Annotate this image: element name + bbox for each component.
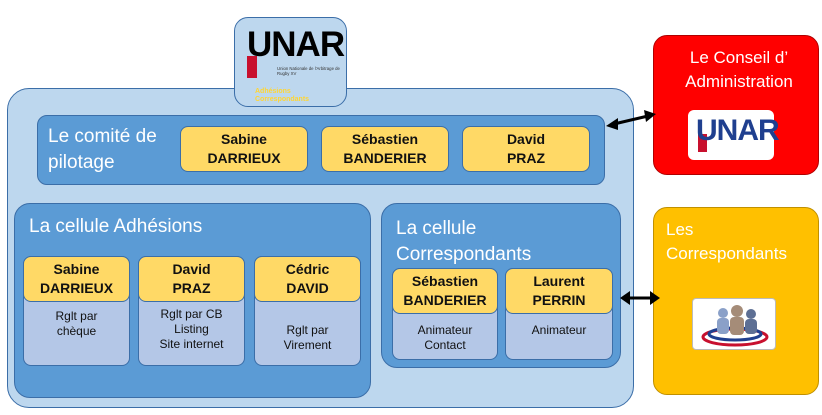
pilotage-member-card: David PRAZ (462, 126, 590, 172)
correspondants-title: Les Correspondants (666, 220, 787, 263)
role-line: Rglt par CB (160, 307, 223, 321)
member-last-name: DARRIEUX (39, 280, 114, 296)
member-first-name: Sabine (221, 131, 267, 147)
member-last-name: PERRIN (532, 292, 586, 308)
member-role: Animateur (506, 323, 612, 338)
unar-logo-box: UNAR Union Nationale de l'Arbitrage de R… (234, 17, 347, 107)
adhesions-title: La cellule Adhésions (29, 216, 203, 237)
member-first-name: Sébastien (411, 273, 479, 289)
role-line: Animateur (531, 323, 587, 337)
role-line: chèque (56, 324, 97, 338)
member-first-name: Laurent (533, 273, 585, 289)
conseil-logo-text: UNAR (696, 114, 780, 147)
role-line: Animateur (417, 323, 473, 337)
role-line: Rglt par (55, 309, 98, 323)
adhesions-member-card: David PRAZ (138, 256, 245, 302)
correspondants-member-card: Laurent PERRIN (505, 268, 613, 314)
role-line: Contact (424, 338, 466, 352)
conseil-title: Le Conseil d’ Administration (685, 48, 793, 91)
adhesions-member-card: Sabine DARRIEUX (23, 256, 130, 302)
people-group-icon (692, 298, 776, 350)
pilotage-member-card: Sébastien BANDERIER (321, 126, 449, 172)
member-last-name: DAVID (286, 280, 329, 296)
role-line: Site internet (159, 337, 224, 351)
logo-brand: UNAR (247, 25, 345, 64)
adhesions-member-card: Cédric DAVID (254, 256, 361, 302)
logo-tagline: Adhésions Correspondants (255, 88, 310, 103)
double-arrow-icon (606, 110, 656, 130)
member-first-name: Cédric (285, 261, 330, 277)
conseil-administration-box: Le Conseil d’ Administration UNAR (653, 35, 819, 175)
pilotage-member-card: Sabine DARRIEUX (180, 126, 308, 172)
member-first-name: David (172, 261, 211, 277)
double-arrow-icon (620, 291, 660, 305)
member-role: Animateur Contact (393, 323, 497, 353)
member-first-name: David (506, 131, 546, 147)
adhesions-panel: La cellule Adhésions Rglt par chèque Sab… (14, 203, 371, 398)
member-role: Rglt par Virement (255, 323, 360, 353)
role-line: Listing (174, 322, 209, 336)
correspondants-member-card: Sébastien BANDERIER (392, 268, 498, 314)
member-first-name: Sabine (53, 261, 100, 277)
correspondants-cell-title: La cellule Correspondants (396, 218, 532, 265)
member-first-name: Sébastien (351, 131, 419, 147)
logo-subtitle: Union Nationale de l'Arbitrage de Rugby … (277, 66, 340, 76)
unar-logo-icon: UNAR Union Nationale de l'Arbitrage de R… (247, 26, 345, 82)
unar-logo-icon: UNAR (688, 110, 780, 160)
member-last-name: BANDERIER (343, 150, 427, 166)
member-last-name: PRAZ (506, 150, 546, 166)
member-last-name: DARRIEUX (207, 150, 281, 166)
member-role: Rglt par chèque (24, 309, 129, 339)
member-role: Rglt par CB Listing Site internet (139, 307, 244, 352)
member-last-name: PRAZ (172, 280, 211, 296)
correspondants-cell-panel: La cellule Correspondants Animateur Cont… (381, 203, 621, 368)
pilotage-panel: Le comité de pilotage Sabine DARRIEUX Sé… (37, 115, 605, 185)
correspondants-box: Les Correspondants (653, 207, 819, 395)
role-line: Rglt par (286, 323, 329, 337)
pilotage-title: Le comité de pilotage (48, 126, 157, 173)
member-last-name: BANDERIER (403, 292, 487, 308)
role-line: Virement (283, 338, 332, 352)
